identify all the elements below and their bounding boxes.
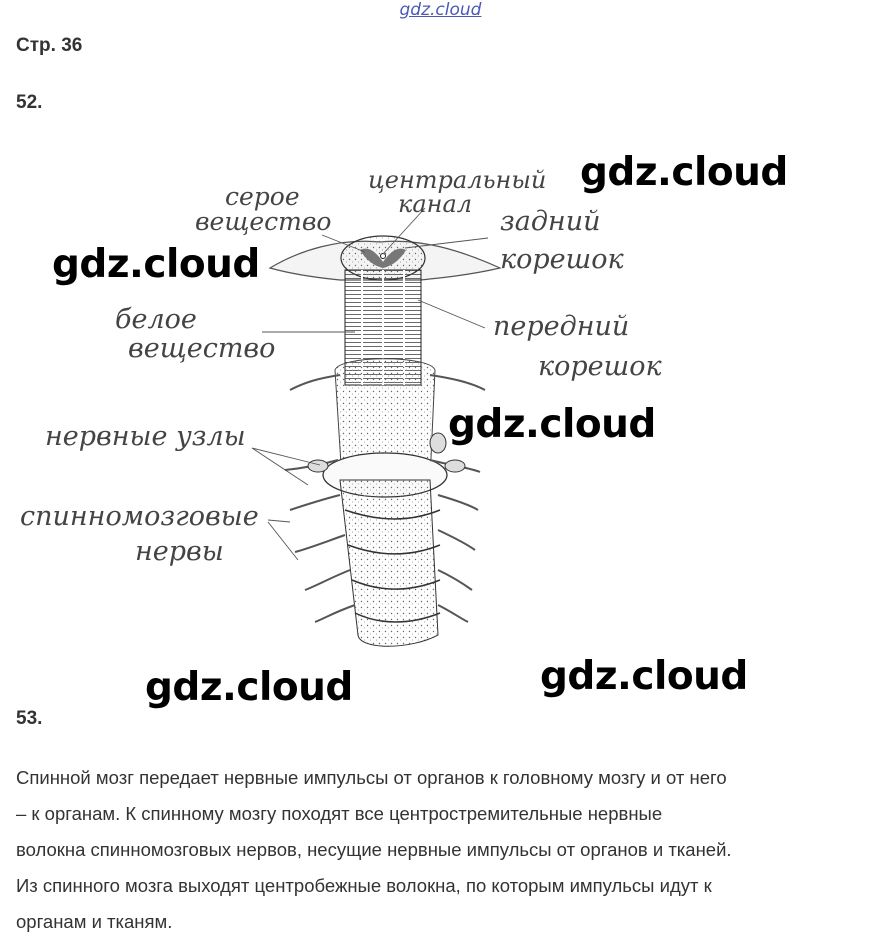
answer-text: Спинной мозг передает нервные импульсы о… [16,760,872,940]
task-number-53: 53. [16,708,42,730]
spinal-cord-illustration: серое вещество центральный канал задний … [0,150,881,680]
site-watermark: gdz.cloud [0,0,881,20]
watermark-1: gdz.cloud [580,150,788,195]
answer-line: Спинной мозг передает нервные импульсы о… [16,760,872,796]
label-white-matter-line1: белое [115,304,197,335]
page-number: Стр. 36 [16,35,82,57]
watermark-3: gdz.cloud [448,402,656,447]
answer-line: органам и тканям. [16,904,872,940]
label-grey-matter-line2: вещество [195,207,331,236]
label-ventral-root-line1: передний [493,311,629,342]
watermark-5: gdz.cloud [540,654,748,699]
task-number-52: 52. [16,92,42,114]
answer-line: – к органам. К спинному мозгу походят вс… [16,796,872,832]
label-spinal-nerves-line2: нервы [135,536,224,567]
label-white-matter-line2: вещество [128,333,275,364]
watermark-4: gdz.cloud [145,665,353,710]
label-dorsal-root-line2: корешок [500,244,624,275]
label-central-canal-line2: канал [398,190,472,218]
watermark-2: gdz.cloud [52,242,260,287]
vertebral-column [323,453,447,646]
label-dorsal-root-line1: задний [500,206,601,237]
label-ganglia: нервные узлы [45,421,246,452]
answer-line: Из спинного мозга выходят центробежные в… [16,868,872,904]
label-ventral-root-line2: корешок [538,351,662,382]
answer-line: волокна спинномозговых нервов, несущие н… [16,832,872,868]
label-spinal-nerves-line1: спинномозговые [20,501,259,532]
